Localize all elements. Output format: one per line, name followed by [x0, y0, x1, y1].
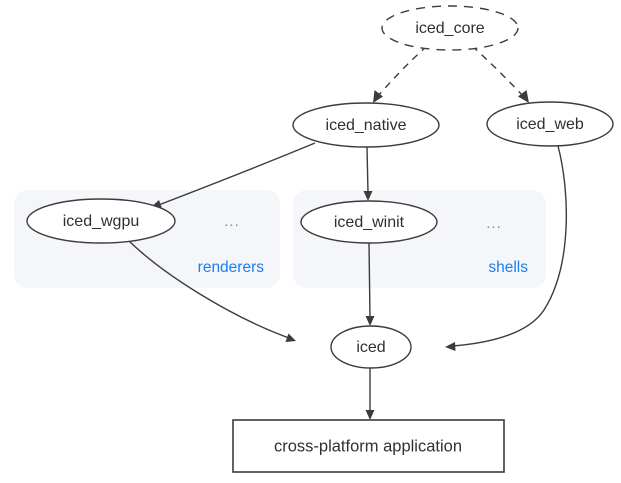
- edge-iced-web-to-iced: [445, 145, 568, 351]
- node-iced-shape[interactable]: [330, 325, 412, 369]
- node-iced-winit[interactable]: iced_winit: [300, 200, 438, 244]
- edge-iced-wgpu-to-iced: [128, 240, 296, 342]
- node-iced-core-label: iced_core: [415, 20, 484, 37]
- node-iced-winit-label: iced_winit: [334, 214, 405, 231]
- node-iced-wgpu-label: iced_wgpu: [63, 213, 140, 230]
- cluster-renderers-label: renderers: [198, 259, 265, 276]
- edge-iced-core-to-iced-native: [373, 45, 428, 103]
- node-iced[interactable]: iced: [330, 325, 412, 369]
- node-iced-core[interactable]: iced_core: [381, 5, 519, 51]
- edge-iced-native-to-iced-winit: [363, 146, 373, 201]
- node-iced-web-label: iced_web: [516, 116, 584, 133]
- cluster-shells-label: shells: [488, 259, 528, 276]
- node-iced-native-label: iced_native: [326, 117, 407, 134]
- node-cross-platform-application-label: cross-platform application: [274, 437, 462, 455]
- node-iced-web[interactable]: iced_web: [486, 101, 614, 147]
- node-iced-native-shape[interactable]: [292, 102, 440, 148]
- node-iced-winit-shape[interactable]: [300, 200, 438, 244]
- node-cross-platform-application[interactable]: cross-platform application: [232, 419, 505, 473]
- cluster-shells-ellipsis: ...: [486, 215, 502, 232]
- node-iced-wgpu[interactable]: iced_wgpu: [26, 198, 176, 244]
- node-iced-label: iced: [356, 339, 385, 356]
- node-iced-native[interactable]: iced_native: [292, 102, 440, 148]
- node-iced-core-shape[interactable]: [381, 5, 519, 51]
- node-iced-web-shape[interactable]: [486, 101, 614, 147]
- edge-iced-to-application: [365, 368, 375, 420]
- edge-iced-winit-to-iced: [365, 242, 375, 326]
- edge-iced-core-to-iced-web: [471, 45, 529, 103]
- node-iced-wgpu-shape[interactable]: [26, 198, 176, 244]
- node-cross-platform-application-shape[interactable]: [232, 419, 505, 473]
- cluster-renderers-ellipsis: ...: [224, 213, 240, 230]
